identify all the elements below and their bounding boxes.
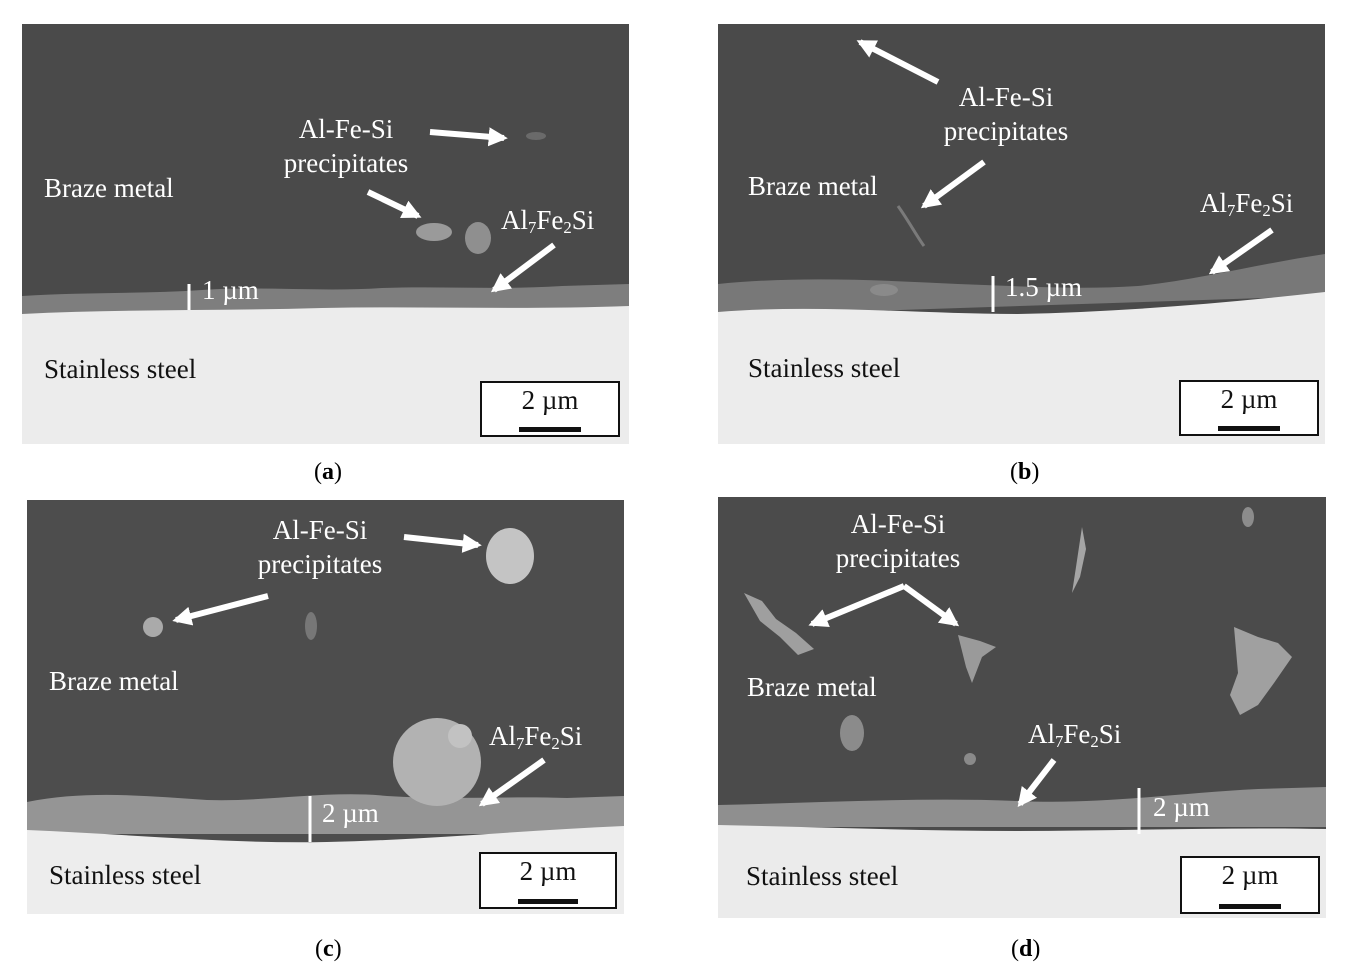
scale-bar-line <box>518 899 578 904</box>
scale-bar-b: 2 µm <box>1179 380 1319 436</box>
thickness-label-b: 1.5 µm <box>1005 272 1083 302</box>
scale-bar-label: 2 µm <box>1220 384 1278 414</box>
sem-panel-b <box>718 24 1325 444</box>
scale-bar-a: 2 µm <box>480 381 620 437</box>
scale-bar-c: 2 µm <box>479 852 617 909</box>
caption-c: (c) <box>315 936 342 962</box>
caption-d: (d) <box>1011 936 1041 962</box>
stainless-steel-label-d: Stainless steel <box>746 861 899 891</box>
precipitates-label-c: Al-Fe-Si precipitates <box>236 513 404 581</box>
precipitates-label-a: Al-Fe-Si precipitates <box>262 112 430 180</box>
precipitates-line1: Al-Fe-Si <box>298 114 394 144</box>
scale-bar-line <box>1219 904 1281 909</box>
phase-label-b: Al7Fe2Si <box>1200 188 1294 221</box>
braze-metal-label-d: Braze metal <box>747 672 877 702</box>
scale-bar-label: 2 µm <box>521 385 579 415</box>
scale-bar-label: 2 µm <box>519 856 577 886</box>
scale-bar-line <box>519 427 581 432</box>
thickness-label-a: 1 µm <box>202 275 259 305</box>
thickness-label-c: 2 µm <box>322 798 379 828</box>
precipitates-line2: precipitates <box>943 116 1069 146</box>
phase-label-a: Al7Fe2Si <box>501 205 595 238</box>
caption-b: (b) <box>1010 459 1040 485</box>
sem-image-d <box>718 497 1326 918</box>
stainless-steel-label-b: Stainless steel <box>748 353 901 383</box>
precipitates-line2: precipitates <box>835 543 961 573</box>
precipitates-line2: precipitates <box>257 549 383 579</box>
phase-label-c: Al7Fe2Si <box>489 721 583 754</box>
scale-bar-line <box>1218 426 1280 431</box>
precipitates-line1: Al-Fe-Si <box>272 515 368 545</box>
precipitates-line1: Al-Fe-Si <box>958 82 1054 112</box>
phase-label-d: Al7Fe2Si <box>1028 719 1122 752</box>
sem-panel-d <box>718 497 1326 918</box>
caption-a: (a) <box>314 459 342 485</box>
stainless-steel-label-a: Stainless steel <box>44 354 197 384</box>
precipitates-line1: Al-Fe-Si <box>850 509 946 539</box>
sem-panel-a <box>22 24 629 444</box>
braze-metal-label-b: Braze metal <box>748 171 878 201</box>
scale-bar-d: 2 µm <box>1180 856 1320 914</box>
precipitates-line2: precipitates <box>283 148 409 178</box>
scale-bar-label: 2 µm <box>1221 860 1279 890</box>
braze-metal-label-c: Braze metal <box>49 666 179 696</box>
sem-image-b <box>718 24 1325 444</box>
precipitates-label-b: Al-Fe-Si precipitates <box>922 80 1090 148</box>
stainless-steel-label-c: Stainless steel <box>49 860 202 890</box>
sem-image-a <box>22 24 629 444</box>
braze-metal-label-a: Braze metal <box>44 173 174 203</box>
sem-panel-c <box>27 500 624 914</box>
sem-image-c <box>27 500 624 914</box>
thickness-label-d: 2 µm <box>1153 792 1210 822</box>
precipitates-label-d: Al-Fe-Si precipitates <box>814 507 982 575</box>
